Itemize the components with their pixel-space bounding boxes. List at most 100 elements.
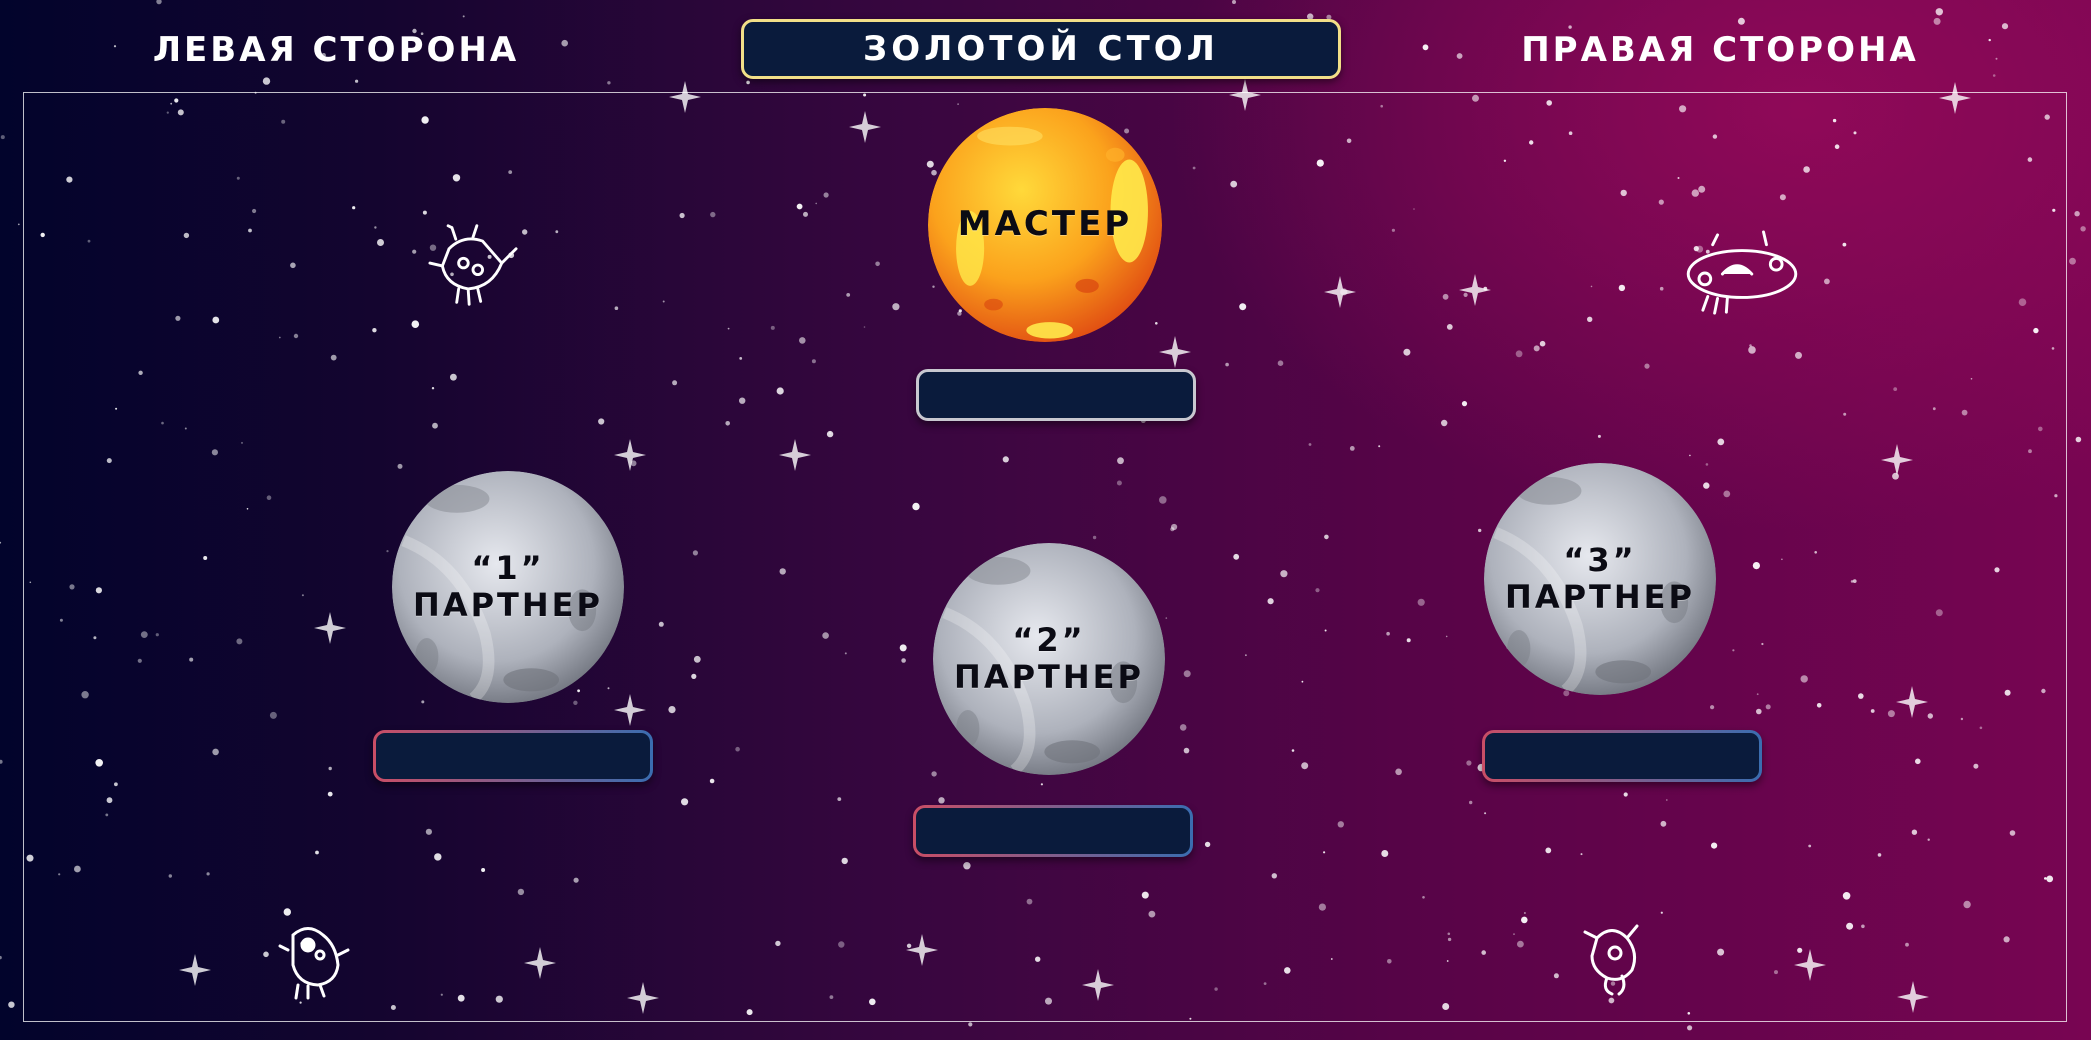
star-dot bbox=[1911, 829, 1918, 835]
star-dot bbox=[487, 254, 492, 259]
star-dot bbox=[1842, 892, 1851, 900]
star-dot bbox=[1267, 598, 1274, 605]
star-dot bbox=[236, 176, 240, 180]
star-dot bbox=[1092, 535, 1097, 540]
sparkle-star bbox=[1881, 444, 1913, 476]
star-dot bbox=[374, 226, 377, 229]
star-dot bbox=[1040, 783, 1043, 786]
star-dot bbox=[1545, 847, 1552, 854]
star-dot bbox=[1515, 350, 1523, 358]
star-dot bbox=[901, 658, 906, 663]
star-dot bbox=[938, 797, 945, 804]
robot-alien-icon bbox=[425, 220, 521, 310]
moon-planet-icon bbox=[392, 471, 624, 703]
star-dot bbox=[170, 102, 173, 105]
star-dot bbox=[58, 873, 61, 876]
star-dot bbox=[1456, 53, 1463, 59]
star-dot bbox=[422, 210, 427, 215]
partner-2-name-slot[interactable] bbox=[913, 805, 1193, 857]
star-dot bbox=[1318, 903, 1326, 911]
star-dot bbox=[1324, 534, 1329, 540]
star-dot bbox=[1159, 496, 1167, 504]
partner-3-word: ПАРТНЕР bbox=[1505, 578, 1695, 616]
moon-planet-icon bbox=[933, 543, 1165, 775]
star-dot bbox=[425, 828, 432, 835]
star-dot bbox=[1877, 853, 1882, 857]
star-dot bbox=[236, 638, 243, 645]
star-dot bbox=[137, 658, 142, 663]
star-dot bbox=[630, 460, 637, 467]
star-dot bbox=[1539, 340, 1546, 347]
star-dot bbox=[1723, 490, 1731, 498]
star-dot bbox=[1413, 208, 1415, 210]
star-dot bbox=[420, 32, 424, 35]
star-dot bbox=[106, 458, 112, 464]
star-dot bbox=[26, 854, 34, 862]
star-dot bbox=[1422, 896, 1425, 899]
star-dot bbox=[184, 427, 187, 430]
star-dot bbox=[1994, 567, 2000, 573]
star-dot bbox=[1183, 747, 1190, 754]
star-dot bbox=[462, 15, 465, 18]
star-dot bbox=[246, 508, 249, 510]
star-dot bbox=[2033, 327, 2039, 334]
star-dot bbox=[1463, 292, 1468, 297]
star-dot bbox=[1933, 17, 1941, 25]
star-dot bbox=[1330, 958, 1333, 960]
star-dot bbox=[1779, 194, 1786, 201]
star-dot bbox=[1973, 763, 1979, 769]
master-name-slot[interactable] bbox=[916, 369, 1196, 421]
star-dot bbox=[875, 261, 880, 267]
star-dot bbox=[2054, 494, 2058, 498]
star-dot bbox=[2004, 689, 2011, 696]
star-dot bbox=[450, 373, 457, 381]
partner-3-name-slot[interactable] bbox=[1482, 730, 1762, 782]
star-dot bbox=[1659, 286, 1664, 291]
sparkle-star bbox=[314, 612, 346, 644]
star-dot bbox=[1705, 249, 1710, 254]
star-dot bbox=[290, 262, 296, 269]
star-dot bbox=[912, 502, 920, 511]
star-dot bbox=[1687, 1012, 1691, 1015]
star-dot bbox=[1905, 942, 1909, 947]
star-dot bbox=[1481, 950, 1486, 955]
one-eyed-monster-icon bbox=[278, 920, 352, 1000]
sparkle-star bbox=[1896, 686, 1928, 718]
sparkle-star bbox=[1229, 79, 1261, 111]
star-dot bbox=[495, 995, 503, 1003]
star-dot bbox=[355, 79, 359, 83]
star-dot bbox=[1679, 105, 1687, 113]
star-dot bbox=[1737, 17, 1745, 25]
star-dot bbox=[66, 176, 73, 183]
star-dot bbox=[1387, 959, 1392, 964]
star-dot bbox=[2027, 157, 2033, 162]
star-dot bbox=[328, 766, 332, 771]
star-dot bbox=[1563, 690, 1570, 697]
star-dot bbox=[105, 813, 109, 817]
star-dot bbox=[779, 568, 786, 575]
star-dot bbox=[29, 581, 32, 584]
star-dot bbox=[846, 293, 851, 297]
star-dot bbox=[1842, 242, 1847, 247]
star-dot bbox=[421, 116, 429, 124]
ufo-alien-icon bbox=[1683, 230, 1801, 318]
star-dot bbox=[1316, 159, 1324, 167]
star-dot bbox=[2028, 449, 2032, 454]
star-dot bbox=[212, 316, 220, 324]
star-dot bbox=[1529, 140, 1534, 145]
partner-3-planet: “3” ПАРТНЕР bbox=[1484, 463, 1716, 695]
star-dot bbox=[1568, 25, 1572, 29]
star-dot bbox=[1277, 360, 1284, 367]
star-dot bbox=[1447, 937, 1452, 942]
partner-1-name-slot[interactable] bbox=[373, 730, 653, 782]
star-dot bbox=[263, 951, 269, 958]
star-dot bbox=[269, 711, 277, 719]
star-dot bbox=[932, 285, 935, 288]
star-dot bbox=[397, 463, 403, 469]
star-dot bbox=[1749, 344, 1752, 347]
star-dot bbox=[481, 868, 486, 872]
star-dot bbox=[1756, 693, 1759, 696]
star-dot bbox=[1553, 973, 1559, 979]
star-dot bbox=[844, 652, 847, 655]
star-dot bbox=[573, 700, 578, 705]
